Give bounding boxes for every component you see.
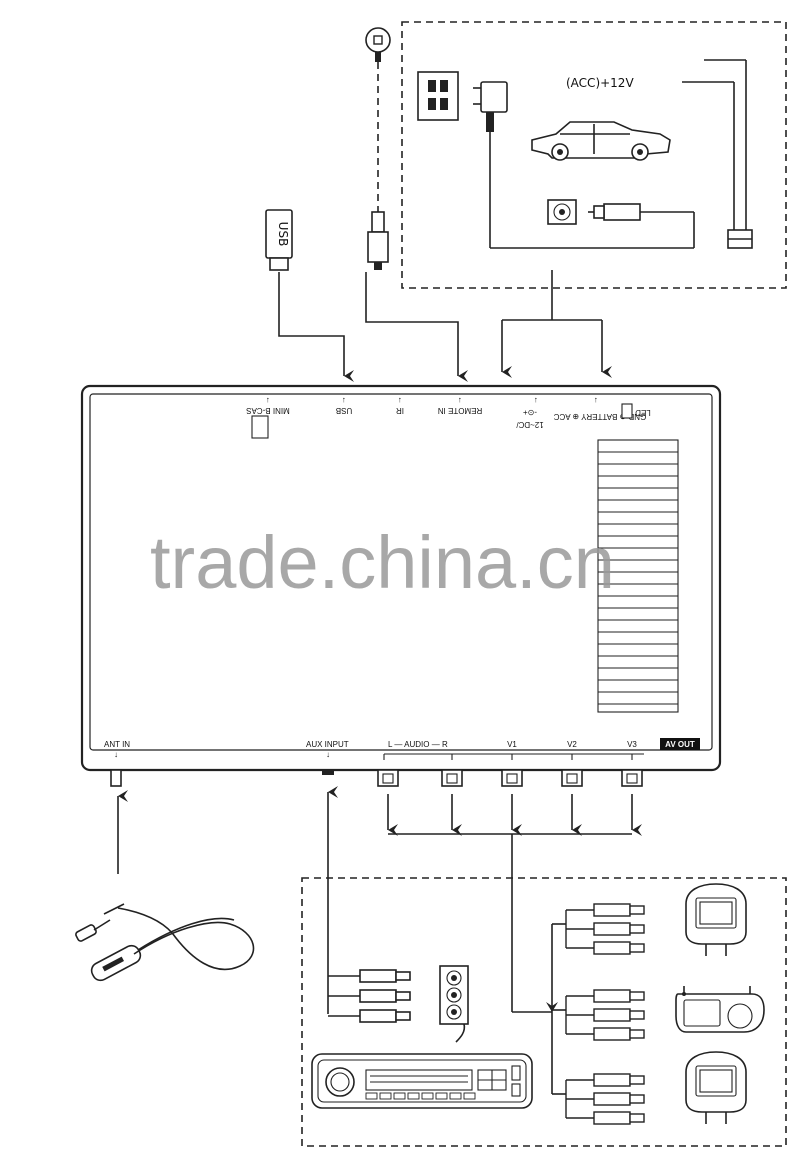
stereo-preset-button — [365, 1092, 378, 1100]
rca-plug-icon — [566, 989, 645, 1003]
v1-label: V1 — [507, 740, 517, 749]
stereo-preset-button — [393, 1092, 406, 1100]
watermark: trade.china.cn — [150, 521, 615, 604]
stereo-preset-button — [449, 1092, 462, 1100]
stereo-preset-button — [407, 1092, 420, 1100]
mini-bcas-slot-icon — [251, 415, 269, 439]
stereo-preset-button — [435, 1092, 448, 1100]
usb-port-label: USB — [336, 406, 352, 415]
av-out-label: AV OUT — [665, 740, 695, 749]
antenna — [75, 790, 255, 982]
svg-text:↓: ↓ — [594, 396, 598, 405]
led-pins-label: GND ⊕ BATTERY ⊕ ACC — [554, 412, 647, 421]
ir-receiver — [365, 27, 391, 270]
acc-label: (ACC)+12V — [566, 76, 634, 90]
svg-text:↓: ↓ — [266, 396, 270, 405]
output-rca-plugs — [565, 903, 645, 1125]
stereo-preset-button — [421, 1092, 434, 1100]
devices-dashed-box — [301, 877, 787, 1147]
wall-socket-icon — [417, 71, 459, 121]
heatsink-fins — [597, 439, 679, 713]
antenna-icon — [75, 903, 255, 982]
av-out-wires — [387, 794, 642, 1013]
remote-in-label: REMOTE IN — [438, 406, 483, 415]
ir-sensor-icon — [365, 27, 391, 53]
rca-plug-icon — [566, 941, 645, 955]
v2-label: V2 — [567, 740, 577, 749]
devices-section — [301, 877, 787, 1147]
cigarette-lighter-icon — [547, 199, 641, 225]
aux-input-label: AUX INPUT — [306, 740, 349, 749]
usb-stick: USB — [265, 209, 293, 271]
rca-jack-v3-icon — [621, 769, 643, 787]
svg-text:↓: ↓ — [114, 750, 118, 759]
power-section: (ACC)+12V — [401, 21, 787, 289]
bottom-connectors — [110, 769, 643, 787]
headrest-monitor-1-icon — [685, 883, 747, 956]
rca-plug-icon — [566, 922, 645, 936]
headrest-monitor-2-icon — [685, 1051, 747, 1124]
ant-in-jack-icon — [110, 769, 122, 787]
car-icon — [531, 121, 671, 161]
led-label: LED — [635, 408, 651, 417]
rca-plug-icon — [566, 1073, 645, 1087]
stereo-preset-button — [379, 1092, 392, 1100]
svg-text:↓: ↓ — [458, 396, 462, 405]
rca-jack-v1-icon — [501, 769, 523, 787]
sun-visor-monitor-icon — [675, 986, 765, 1033]
mini-bcas-label: MINI B-CAS — [246, 406, 290, 415]
rca-cables-aux — [328, 969, 411, 1023]
rca-plug-icon — [359, 989, 411, 1003]
ant-in-label: ANT IN — [104, 740, 130, 749]
rca-plug-icon — [359, 969, 411, 983]
av-out-badge — [660, 738, 700, 750]
rca-plug-icon — [566, 1008, 645, 1022]
usb-stick-label: USB — [276, 222, 290, 247]
rca-plug-icon — [566, 1027, 645, 1041]
power-dashed-box — [401, 21, 787, 289]
rca-plug-icon — [566, 1092, 645, 1106]
rca-jack-audio-r-icon — [441, 769, 463, 787]
aux-input-jack-icon — [322, 770, 334, 775]
video-splitter-wires — [551, 923, 566, 1095]
top-wires — [278, 270, 612, 382]
rca-socket-panel-icon — [439, 965, 469, 1043]
svg-text:↓: ↓ — [398, 396, 402, 405]
acc-wire — [682, 59, 753, 249]
bottom-port-labels: ANT IN ↓ AUX INPUT ↓ L — AUDIO — R V1 V2… — [104, 738, 700, 760]
dc-in-label: 12~DC/ — [516, 420, 544, 429]
rca-jack-audio-l-icon — [377, 769, 399, 787]
audio-label: L — AUDIO — R — [388, 740, 448, 749]
ir-port-label: IR — [396, 406, 404, 415]
tuner-box: MINI B-CAS ↓ USB ↓ IR ↓ REMOTE IN ↓ ↓ -⊙… — [80, 384, 722, 787]
rca-plug-icon — [566, 903, 645, 917]
ac-adapter-icon — [473, 81, 695, 249]
car-stereo-icon — [311, 1053, 533, 1109]
rca-plug-icon — [566, 1111, 645, 1125]
svg-text:-⊙+: -⊙+ — [523, 408, 537, 417]
rca-plug-icon — [359, 1009, 411, 1023]
svg-text:↓: ↓ — [326, 750, 330, 759]
svg-text:↓: ↓ — [534, 396, 538, 405]
svg-text:↓: ↓ — [342, 396, 346, 405]
top-port-labels: MINI B-CAS ↓ USB ↓ IR ↓ REMOTE IN ↓ ↓ -⊙… — [246, 396, 651, 439]
stereo-preset-button — [463, 1092, 476, 1100]
v3-label: V3 — [627, 740, 637, 749]
rca-jack-v2-icon — [561, 769, 583, 787]
